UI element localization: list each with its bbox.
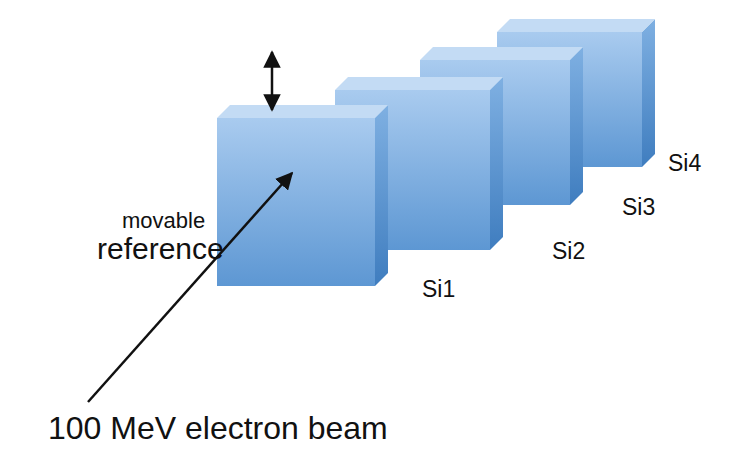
beam-label: 100 MeV electron beam	[48, 412, 388, 444]
detector-front	[217, 118, 375, 286]
detector-name: Si4	[668, 152, 701, 175]
beam-arrow	[88, 173, 292, 402]
move-arrow	[271, 52, 274, 110]
detector-side	[490, 77, 503, 250]
label-text: reference	[97, 234, 224, 264]
detector-name: Si1	[422, 278, 455, 301]
detector-top	[335, 77, 503, 90]
detector-name: Si3	[622, 196, 655, 219]
detector-top	[497, 19, 655, 32]
label-text: movable	[122, 210, 205, 232]
detector-side	[642, 19, 655, 167]
detector-name: Si2	[552, 240, 585, 263]
detector-side	[375, 105, 388, 286]
detector-top	[217, 105, 388, 118]
detector-side	[570, 47, 583, 205]
detector-top	[420, 47, 583, 60]
